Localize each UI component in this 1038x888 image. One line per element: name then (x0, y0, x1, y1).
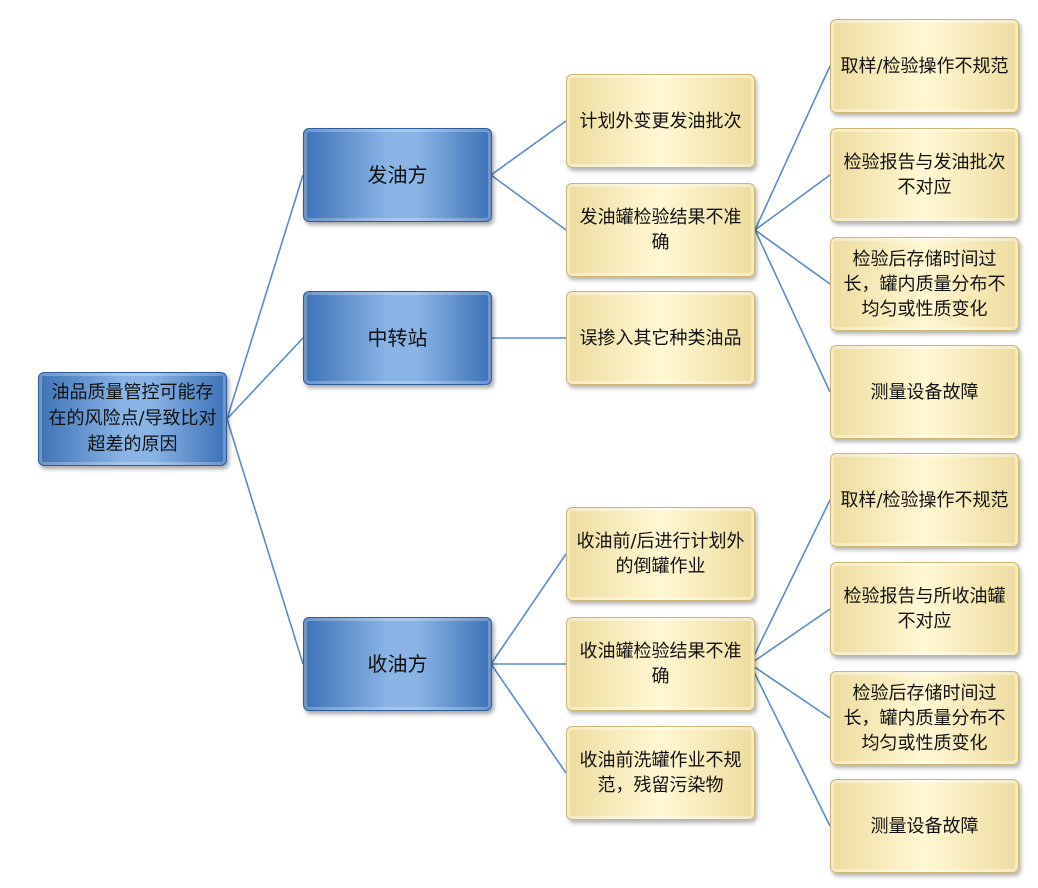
connector-receiver-tank-storage (749, 663, 831, 719)
sender-node: 发油方 (303, 128, 492, 222)
transfer-station-node: 中转站 (303, 291, 492, 385)
receiver-node: 收油方 (303, 617, 492, 711)
connector-receiver-clean (490, 663, 567, 774)
connector-sender-tank-storage (754, 229, 831, 285)
connector-root-receiver (226, 418, 304, 665)
transfer-station-label: 中转站 (367, 325, 428, 350)
sender-plan-change-label: 计划外变更发油批次 (579, 110, 742, 132)
receiver-storage-long-label: 检验后存储时间过长，罐内质量分布不均匀或性质变化 (843, 682, 1006, 754)
connector-sender-tank-equipment (754, 229, 831, 393)
receiver-cleaning-node: 收油前洗罐作业不规范，残留污染物 (566, 726, 755, 820)
connector-root-transfer (226, 337, 304, 420)
receiver-tank-switch-label: 收油前/后进行计划外的倒罐作业 (576, 531, 745, 577)
connector-sender-tank (490, 174, 567, 231)
root-node: 油品质量管控可能存在的风险点/导致比对超差的原因 (38, 372, 227, 466)
connector-sender-plan (490, 120, 567, 176)
connector-receiver-tank-report (749, 608, 831, 665)
sender-tank-result-label: 发油罐检验结果不准确 (579, 207, 742, 253)
receiver-report-mismatch-label: 检验报告与所收油罐不对应 (843, 586, 1006, 632)
connector-root-sender (226, 174, 304, 420)
receiver-sampling-node: 取样/检验操作不规范 (830, 453, 1019, 547)
sender-report-mismatch-node: 检验报告与发油批次不对应 (830, 128, 1019, 222)
connector-receiver-tank-sampling (749, 499, 831, 665)
connector-sender-tank-report (754, 174, 831, 231)
sender-label: 发油方 (367, 162, 428, 187)
sender-sampling-label: 取样/检验操作不规范 (840, 55, 1009, 77)
transfer-mixing-label: 误掺入其它种类油品 (579, 327, 742, 349)
connector-receiver-switch (490, 553, 567, 665)
sender-equipment-fault-node: 测量设备故障 (830, 345, 1019, 439)
sender-equipment-fault-label: 测量设备故障 (870, 381, 979, 403)
sender-plan-change-node: 计划外变更发油批次 (566, 74, 755, 168)
receiver-sampling-label: 取样/检验操作不规范 (840, 489, 1009, 511)
receiver-tank-switch-node: 收油前/后进行计划外的倒罐作业 (566, 507, 755, 601)
receiver-storage-long-node: 检验后存储时间过长，罐内质量分布不均匀或性质变化 (830, 671, 1019, 765)
sender-tank-result-node: 发油罐检验结果不准确 (566, 183, 755, 277)
receiver-equipment-fault-node: 测量设备故障 (830, 779, 1019, 873)
connector-receiver-tank-equipment (749, 663, 831, 827)
sender-report-mismatch-label: 检验报告与发油批次不对应 (843, 152, 1006, 198)
sender-storage-long-node: 检验后存储时间过长，罐内质量分布不均匀或性质变化 (830, 237, 1019, 331)
receiver-label: 收油方 (367, 651, 428, 676)
sender-sampling-node: 取样/检验操作不规范 (830, 19, 1019, 113)
root-label: 油品质量管控可能存在的风险点/导致比对超差的原因 (48, 382, 217, 455)
connector-sender-tank-sampling (754, 65, 831, 231)
receiver-tank-result-label: 收油罐检验结果不准确 (579, 641, 742, 687)
receiver-equipment-fault-label: 测量设备故障 (870, 815, 979, 837)
transfer-mixing-node: 误掺入其它种类油品 (566, 291, 755, 385)
receiver-report-mismatch-node: 检验报告与所收油罐不对应 (830, 562, 1019, 656)
sender-storage-long-label: 检验后存储时间过长，罐内质量分布不均匀或性质变化 (843, 248, 1006, 320)
receiver-tank-result-node: 收油罐检验结果不准确 (566, 617, 755, 711)
receiver-cleaning-label: 收油前洗罐作业不规范，残留污染物 (579, 750, 742, 796)
